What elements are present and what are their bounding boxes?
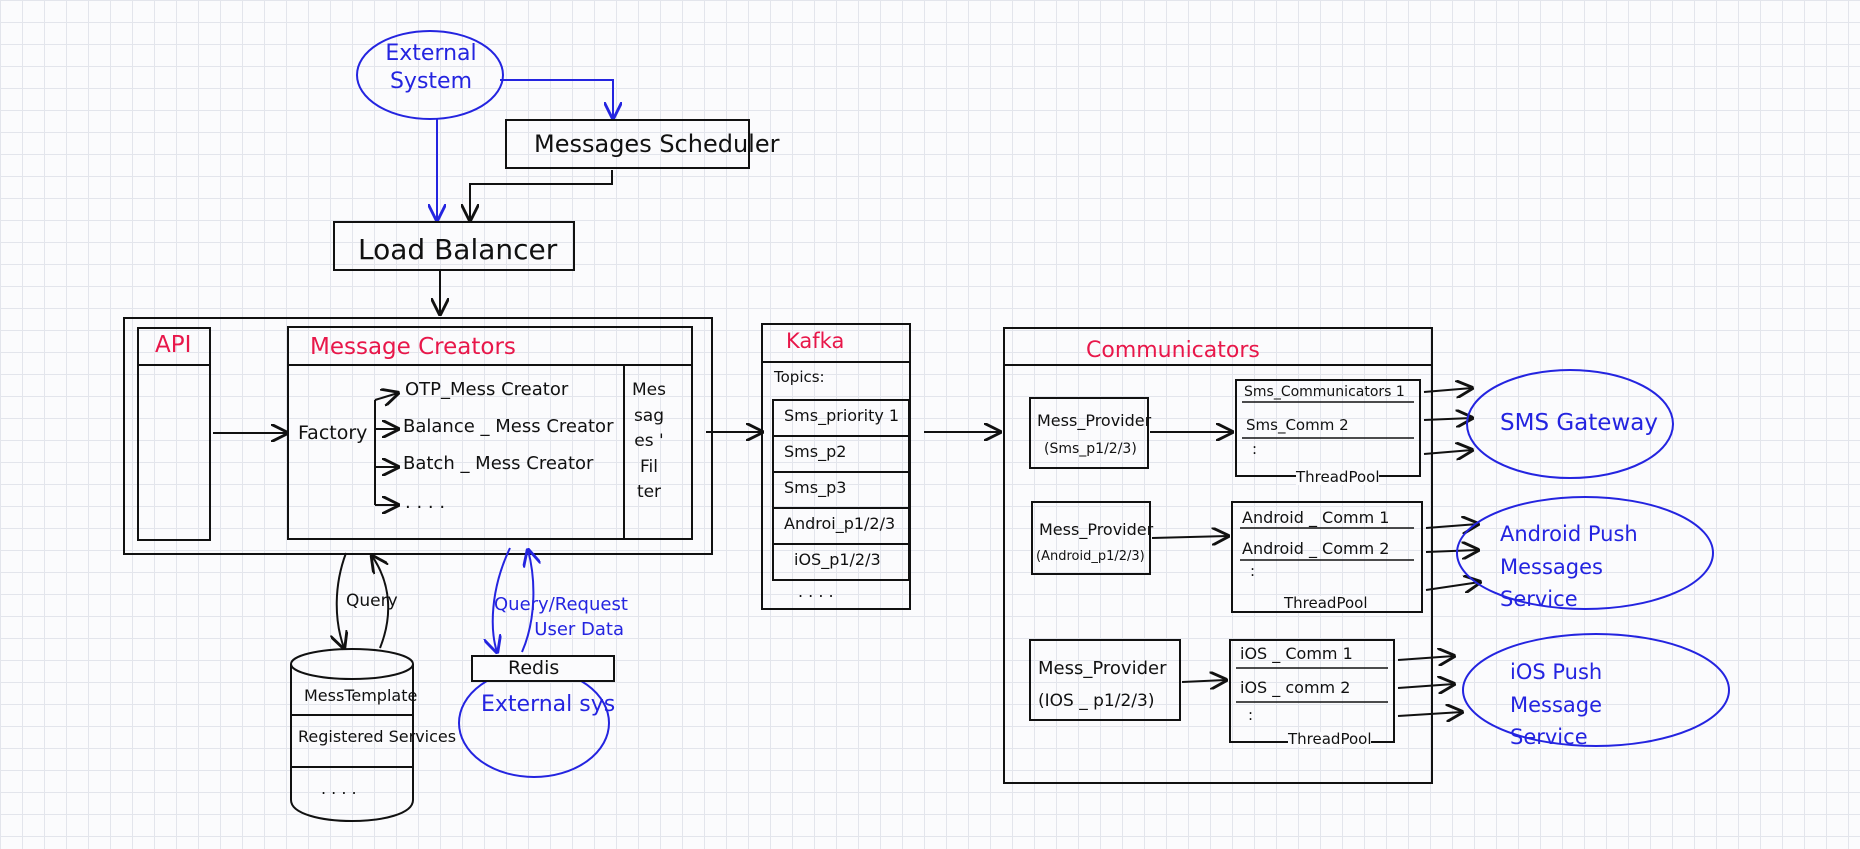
android-push-ellipse [1456, 496, 1714, 610]
scheduler-label: Messages Scheduler [534, 130, 780, 158]
message-filter-label: Mes sag es ' Fil ter [632, 380, 666, 502]
pool-ios-thread-3: : [1248, 706, 1254, 724]
pool-ios-label: ThreadPool [1288, 730, 1372, 748]
pool-ios-thread-2: iOS _ comm 2 [1240, 678, 1351, 697]
query-label: Query [346, 591, 398, 611]
arrow-ios-comm-1 [1397, 656, 1454, 660]
factory-label: Factory [298, 422, 368, 444]
api-box [137, 327, 211, 541]
arrow-android-comm-3 [1425, 582, 1480, 590]
arrow-query-up [372, 556, 390, 649]
provider-ios-sub: (IOS _ p1/2/3) [1038, 691, 1155, 711]
provider-sms-box [1029, 397, 1149, 469]
kafka-topic-2: Sms_p2 [784, 442, 847, 461]
ios-push-label: iOS Push Message Service [1510, 660, 1603, 750]
arrow-android-comm-1 [1425, 524, 1478, 528]
creator-item-2: Balance _ Mess Creator [403, 416, 614, 437]
pool-sms-thread-3: : [1252, 440, 1258, 458]
kafka-topic-box-5 [772, 543, 910, 581]
database-cylinder [290, 664, 414, 822]
provider-sms-sub: (Sms_p1/2/3) [1044, 441, 1137, 457]
sms-gateway-ellipse [1466, 369, 1674, 479]
provider-ios-name: Mess_Provider [1038, 658, 1167, 679]
kafka-topic-4: Androi_p1/2/3 [784, 514, 896, 533]
kafka-topic-5: iOS_p1/2/3 [794, 550, 881, 569]
creator-item-1: OTP_Mess Creator [405, 379, 569, 400]
sms-gateway-label: SMS Gateway [1500, 410, 1658, 436]
external-system-ellipse [356, 30, 504, 120]
redis-ellipse [458, 668, 610, 778]
pool-ios-thread-1: iOS _ Comm 1 [1240, 644, 1353, 663]
provider-android-sub: (Android_p1/2/3) [1036, 549, 1145, 564]
arrow-factory-creator-1 [374, 393, 398, 400]
arrow-ios-comm-2 [1397, 684, 1454, 688]
provider-sms-name: Mess_Provider [1037, 411, 1152, 430]
message-creators-box [287, 326, 693, 540]
redis-box [471, 655, 615, 682]
pool-android-box [1231, 501, 1423, 613]
arrow-ios-comm-3 [1397, 712, 1462, 716]
query-request-label: Query/Request User Data [494, 594, 628, 641]
kafka-title: Kafka [786, 329, 845, 353]
arrow-redis-up [521, 550, 533, 653]
arrow-scheduler-to-load-balancer [470, 170, 613, 220]
database-row-1: MessTemplate [304, 686, 418, 705]
arrow-provider-android-to-pool [1151, 536, 1228, 538]
pool-sms-thread-1: Sms_Communicators 1 [1244, 384, 1405, 400]
arrow-sms-comm-3 [1423, 450, 1472, 454]
ios-push-ellipse [1462, 633, 1730, 747]
outer-container [123, 317, 713, 555]
arrow-query-down [337, 552, 346, 648]
arrow-sms-comm-1 [1423, 388, 1472, 392]
api-label: API [155, 332, 192, 358]
arrow-android-comm-2 [1425, 550, 1478, 552]
scheduler-box [505, 119, 750, 169]
provider-android-name: Mess_Provider [1039, 520, 1154, 539]
kafka-topic-1: Sms_priority 1 [784, 406, 900, 425]
pool-sms-label: ThreadPool [1296, 468, 1380, 486]
redis-label: Redis [508, 657, 560, 679]
kafka-topics-label: Topics: [774, 368, 825, 386]
external-sys-label: External sys [481, 692, 616, 717]
pool-android-thread-1: Android _ Comm 1 [1242, 508, 1390, 527]
arrow-provider-ios-to-pool [1181, 680, 1226, 682]
pool-android-thread-3: : [1250, 562, 1256, 580]
communicators-box [1003, 327, 1433, 784]
arrow-external-to-scheduler [500, 79, 613, 118]
load-balancer-box [333, 221, 575, 271]
database-row-3: . . . . [321, 779, 357, 798]
communicators-title: Communicators [1086, 338, 1260, 363]
external-system-label: External System [385, 41, 477, 94]
kafka-topic-6: . . . . [798, 582, 834, 601]
kafka-topic-3: Sms_p3 [784, 478, 847, 497]
android-push-label: Android Push Messages Service [1500, 522, 1638, 612]
arrow-sms-comm-2 [1423, 418, 1472, 420]
database-top [290, 648, 414, 680]
load-balancer-label: Load Balancer [358, 233, 558, 266]
message-creators-title: Message Creators [310, 334, 516, 360]
database-row-2: Registered Services [298, 727, 457, 746]
creator-item-4: . . . . [405, 492, 446, 513]
provider-ios-box [1029, 639, 1181, 721]
pool-android-thread-2: Android _ Comm 2 [1242, 539, 1390, 558]
pool-android-label: ThreadPool [1284, 594, 1368, 612]
creator-item-3: Batch _ Mess Creator [403, 453, 594, 474]
provider-android-box [1031, 501, 1151, 575]
pool-sms-thread-2: Sms_Comm 2 [1246, 416, 1349, 434]
arrow-redis-down [493, 547, 511, 652]
